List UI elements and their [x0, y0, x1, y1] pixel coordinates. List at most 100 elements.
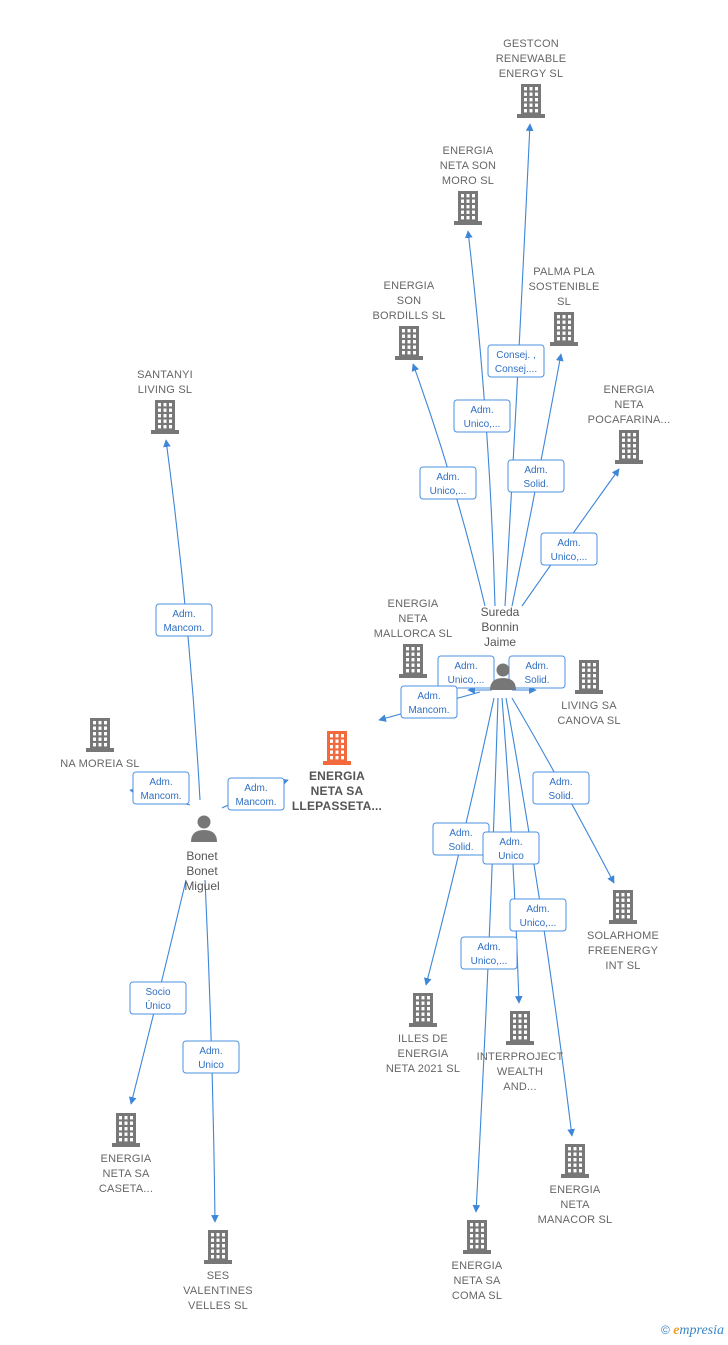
edge-label-box [155, 603, 213, 637]
company-name-line: GESTCON [503, 38, 559, 50]
person-name-line: Sureda [481, 605, 520, 619]
edge-label-text: Adm. [449, 828, 472, 839]
edge-label-sureda-llepasseta[interactable]: Adm.Mancom. [400, 685, 458, 719]
edge-label-text: Unico [498, 851, 524, 862]
edge-label-sureda-gestcon[interactable]: Consej. ,Consej.... [487, 344, 545, 378]
company-name-line: MALLORCA SL [374, 628, 453, 640]
company-node-namoreia[interactable]: NA MOREIA SL [60, 718, 140, 770]
building-icon [506, 1011, 534, 1045]
edge-label-text: Adm. [172, 609, 195, 620]
edge-label-sureda-coma[interactable]: Adm.Unico,... [460, 936, 518, 970]
edge-label-text: Consej.... [495, 364, 537, 375]
edge-label-box [507, 459, 565, 493]
person-icon [191, 815, 217, 842]
edge-label-box [540, 532, 598, 566]
building-icon [550, 312, 578, 346]
company-name-line: INT SL [605, 960, 640, 972]
company-name-line: AND... [503, 1081, 537, 1093]
edge-label-text: Adm. [557, 538, 580, 549]
company-name-line: PALMA PLA [533, 266, 595, 278]
edge-label-text: Solid. [523, 479, 548, 490]
company-node-interproject[interactable]: INTERPROJECTWEALTHAND... [477, 1011, 564, 1093]
edge-label-text: Adm. [454, 661, 477, 672]
edge-label-sureda-mallorca[interactable]: Adm.Unico,... [437, 655, 495, 689]
company-name-line: VALENTINES [183, 1285, 253, 1297]
company-name-line: POCAFARINA... [588, 414, 671, 426]
edge-label-text: Unico [198, 1060, 224, 1071]
person-name-line: Bonet [186, 864, 218, 878]
building-icon [609, 890, 637, 924]
company-node-pocafarina[interactable]: ENERGIA NETA POCAFARINA... [588, 384, 671, 464]
edge-label-text: Adm. [199, 1046, 222, 1057]
edge-label-sureda-palmapla[interactable]: Adm. Solid. [507, 459, 565, 493]
company-name-line: ENERGIA [604, 384, 655, 396]
footer-brand[interactable]: © empresia [661, 1323, 724, 1339]
edge-label-box [487, 344, 545, 378]
edge-label-text: Mancom. [408, 705, 449, 716]
company-name-line: ENERGIA [398, 1048, 449, 1060]
company-name-line: MANACOR SL [538, 1214, 613, 1226]
edge-label-box [532, 771, 590, 805]
company-name-line: SL [557, 296, 571, 308]
company-name-line: NETA SA [453, 1275, 501, 1287]
building-icon [151, 400, 179, 434]
edge-label-sureda-solarhome[interactable]: Adm.Solid. [532, 771, 590, 805]
edge-label-text: Unico,... [464, 419, 501, 430]
edge-label-sureda-illes[interactable]: Adm.Solid. [432, 822, 490, 856]
edge-label-box [227, 777, 285, 811]
edge-label-text: Mancom. [235, 797, 276, 808]
person-name-line: Bonnin [481, 620, 518, 634]
building-icon [561, 1144, 589, 1178]
edge-label-sureda-interproject[interactable]: Adm. Unico [482, 831, 540, 865]
company-name-line: RENEWABLE [496, 53, 566, 65]
company-name-line: SON [397, 295, 421, 307]
company-name-line: SOLARHOME [587, 930, 659, 942]
edge-label-sureda-sonbordills[interactable]: Adm.Unico,... [419, 466, 477, 500]
edge-label-sureda-sonmoro[interactable]: Adm.Unico,... [453, 399, 511, 433]
company-name-line: ENERGIA [309, 769, 365, 783]
edge-label-sureda-pocafarina[interactable]: Adm. Unico,... [540, 532, 598, 566]
edge-label-text: Adm. [524, 465, 547, 476]
company-name-line: FREENERGY [588, 945, 659, 957]
person-name-line: Miguel [184, 879, 219, 893]
company-name-line: ENERGIA [452, 1260, 503, 1272]
edge-sureda-gestcon [504, 123, 534, 607]
company-node-gestcon[interactable]: GESTCON RENEWABLE ENERGY SL [496, 38, 566, 118]
edge-label-bonet-sesvalentines[interactable]: Adm. Unico [182, 1040, 240, 1074]
edge-label-text: Unico,... [520, 918, 557, 929]
edge-label-text: Unico,... [551, 552, 588, 563]
company-node-solarhome[interactable]: SOLARHOME FREENERGY INT SL [587, 890, 659, 972]
edge-label-bonet-santanyi[interactable]: Adm.Mancom. [155, 603, 213, 637]
company-name-line: ENERGY SL [499, 68, 564, 80]
edge-label-box [460, 936, 518, 970]
edge-label-sureda-canova[interactable]: Adm.Solid. [508, 655, 566, 689]
edge-label-text: Unico,... [471, 956, 508, 967]
edge-label-box [482, 831, 540, 865]
edge-label-bonet-namoreia[interactable]: Adm.Mancom. [132, 771, 190, 805]
company-name-line: NETA [560, 1199, 590, 1211]
edge-label-box [132, 771, 190, 805]
building-icon [112, 1113, 140, 1147]
edge-label-bonet-llepasseta[interactable]: Adm.Mancom. [227, 777, 285, 811]
edge-label-text: Adm. [499, 837, 522, 848]
person-icon [490, 663, 516, 690]
edge-label-text: Único [145, 999, 171, 1012]
edge-label-sureda-manacor[interactable]: Adm.Unico,... [509, 898, 567, 932]
company-name-line: NETA [614, 399, 644, 411]
